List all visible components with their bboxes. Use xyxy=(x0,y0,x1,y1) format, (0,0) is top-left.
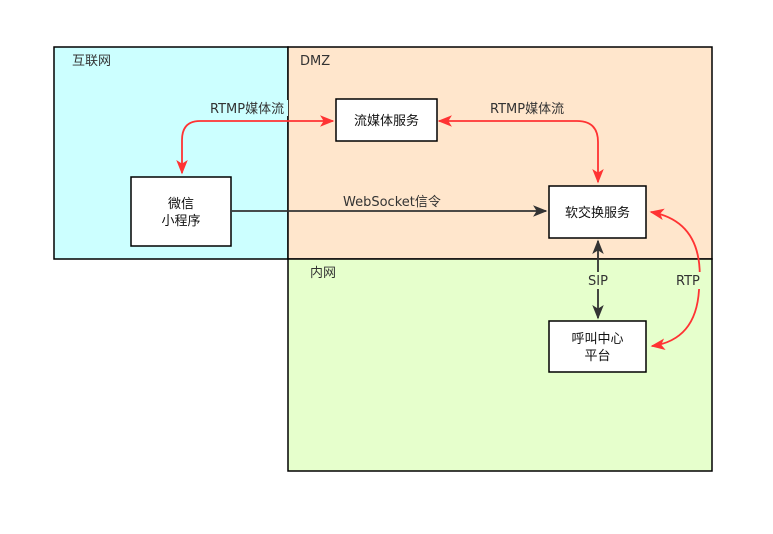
internet-zone-label: 互联网 xyxy=(72,54,111,69)
rtmp-right-label: RTMP媒体流 xyxy=(490,102,564,117)
sip-label-bg xyxy=(585,272,612,289)
intranet-zone-label: 内网 xyxy=(310,265,336,281)
intranet-zone xyxy=(287,258,713,472)
streaming-service-box xyxy=(335,98,438,142)
callcenter-platform-line1: 呼叫中心 xyxy=(571,332,623,347)
rtp-label: RTP xyxy=(676,274,700,289)
callcenter-platform-box xyxy=(548,320,647,373)
dmz-zone-label: DMZ xyxy=(300,54,330,69)
rtp-label-bg xyxy=(674,272,703,289)
callcenter-platform-line2: 平台 xyxy=(584,349,610,364)
wechat-miniprogram-line2: 小程序 xyxy=(161,214,200,229)
softswitch-service-box xyxy=(548,185,647,239)
rtmp-edge-left xyxy=(176,115,335,175)
sip-label: SIP xyxy=(588,274,608,289)
wechat-miniprogram-line1: 微信 xyxy=(168,197,194,212)
streaming-service-label: 流媒体服务 xyxy=(354,113,419,129)
dmz-zone xyxy=(287,46,713,260)
softswitch-service-label: 软交换服务 xyxy=(565,205,630,221)
wechat-miniprogram-box xyxy=(130,176,232,247)
rtmp-left-label-bg xyxy=(208,100,288,116)
websocket-label: WebSocket信令 xyxy=(343,195,441,210)
rtp-edge xyxy=(649,208,701,350)
rtmp-edge-right xyxy=(437,115,604,184)
rtmp-left-label: RTMP媒体流 xyxy=(210,102,284,117)
